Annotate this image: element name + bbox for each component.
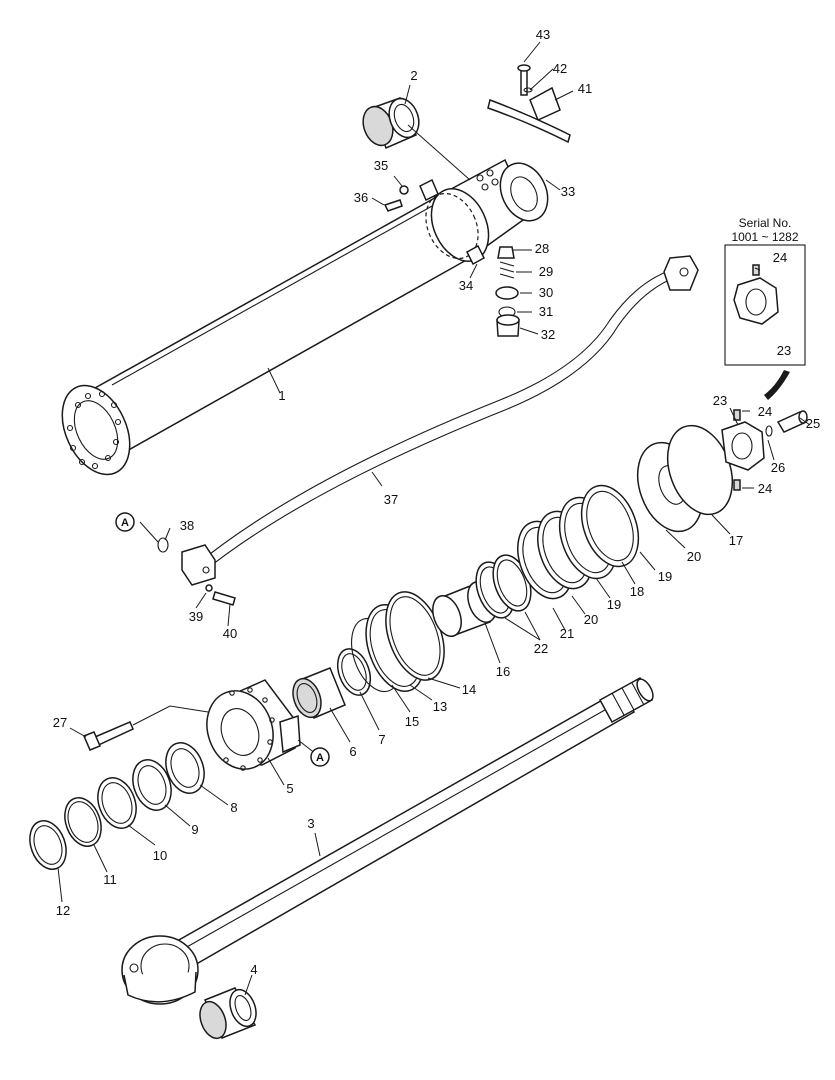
callout-numbers: 1 2 3 4 5 6 7 8 9 10 11 12 13 14 15 16 1… (53, 27, 820, 977)
callout-28: 28 (535, 241, 549, 256)
callout-24-inset: 24 (773, 250, 787, 265)
callout-26: 26 (771, 460, 785, 475)
serial-inset (724, 244, 806, 400)
seal-rings (29, 591, 445, 870)
callout-29: 29 (539, 264, 553, 279)
callout-16: 16 (496, 664, 510, 679)
callout-36: 36 (354, 190, 368, 205)
callout-25: 25 (806, 416, 820, 431)
callout-40: 40 (223, 626, 237, 641)
callout-33: 33 (561, 184, 575, 199)
leader-lines (57, 41, 811, 996)
callout-5: 5 (286, 781, 293, 796)
hardware (83, 64, 571, 751)
cylinder-tube (61, 158, 549, 476)
callout-23-main: 23 (713, 393, 727, 408)
callout-12: 12 (56, 903, 70, 918)
callout-19-right: 19 (658, 569, 672, 584)
callout-39: 39 (189, 609, 203, 624)
piston-rod (121, 676, 654, 1005)
callout-43: 43 (536, 27, 550, 42)
inset-title: Serial No. (739, 216, 792, 230)
callout-38: 38 (180, 518, 194, 533)
callout-23-inset: 23 (777, 343, 791, 358)
callout-20-left: 20 (584, 612, 598, 627)
reference-mark-a-top: A (115, 512, 135, 532)
callout-41: 41 (578, 81, 592, 96)
callout-8: 8 (230, 800, 237, 815)
callout-15: 15 (405, 714, 419, 729)
callout-27: 27 (53, 715, 67, 730)
pipe (181, 255, 699, 586)
bushing-head (362, 97, 420, 150)
callout-19-left: 19 (607, 597, 621, 612)
callout-1: 1 (278, 388, 285, 403)
callout-10: 10 (153, 848, 167, 863)
callout-14: 14 (462, 682, 476, 697)
callout-42: 42 (553, 61, 567, 76)
callout-37: 37 (384, 492, 398, 507)
rod-bushing (292, 667, 346, 719)
callout-2: 2 (410, 68, 417, 83)
callout-21: 21 (560, 626, 574, 641)
piston (636, 424, 734, 533)
piston-seals (475, 484, 640, 619)
callout-9: 9 (191, 822, 198, 837)
svg-text:A: A (316, 752, 324, 764)
callout-11: 11 (103, 872, 117, 887)
callout-6: 6 (349, 744, 356, 759)
svg-text:A: A (121, 517, 129, 529)
callout-17: 17 (729, 533, 743, 548)
callout-34: 34 (459, 278, 473, 293)
callout-20-right: 20 (687, 549, 701, 564)
bushing-rod (199, 987, 257, 1040)
callout-13: 13 (433, 699, 447, 714)
callout-24-top: 24 (758, 404, 772, 419)
callout-35: 35 (374, 158, 388, 173)
inset-serial-range: 1001 ~ 1282 (731, 230, 798, 244)
callout-24-bottom: 24 (758, 481, 772, 496)
rod-cover (206, 679, 301, 771)
piston-nut (721, 409, 808, 491)
callout-32: 32 (541, 327, 555, 342)
callout-22: 22 (534, 641, 548, 656)
reference-mark-a-bottom: A (310, 747, 330, 767)
callout-18: 18 (630, 584, 644, 599)
callout-3: 3 (307, 816, 314, 831)
callout-4: 4 (250, 962, 257, 977)
callout-7: 7 (378, 732, 385, 747)
callout-31: 31 (539, 304, 553, 319)
callout-30: 30 (539, 285, 553, 300)
